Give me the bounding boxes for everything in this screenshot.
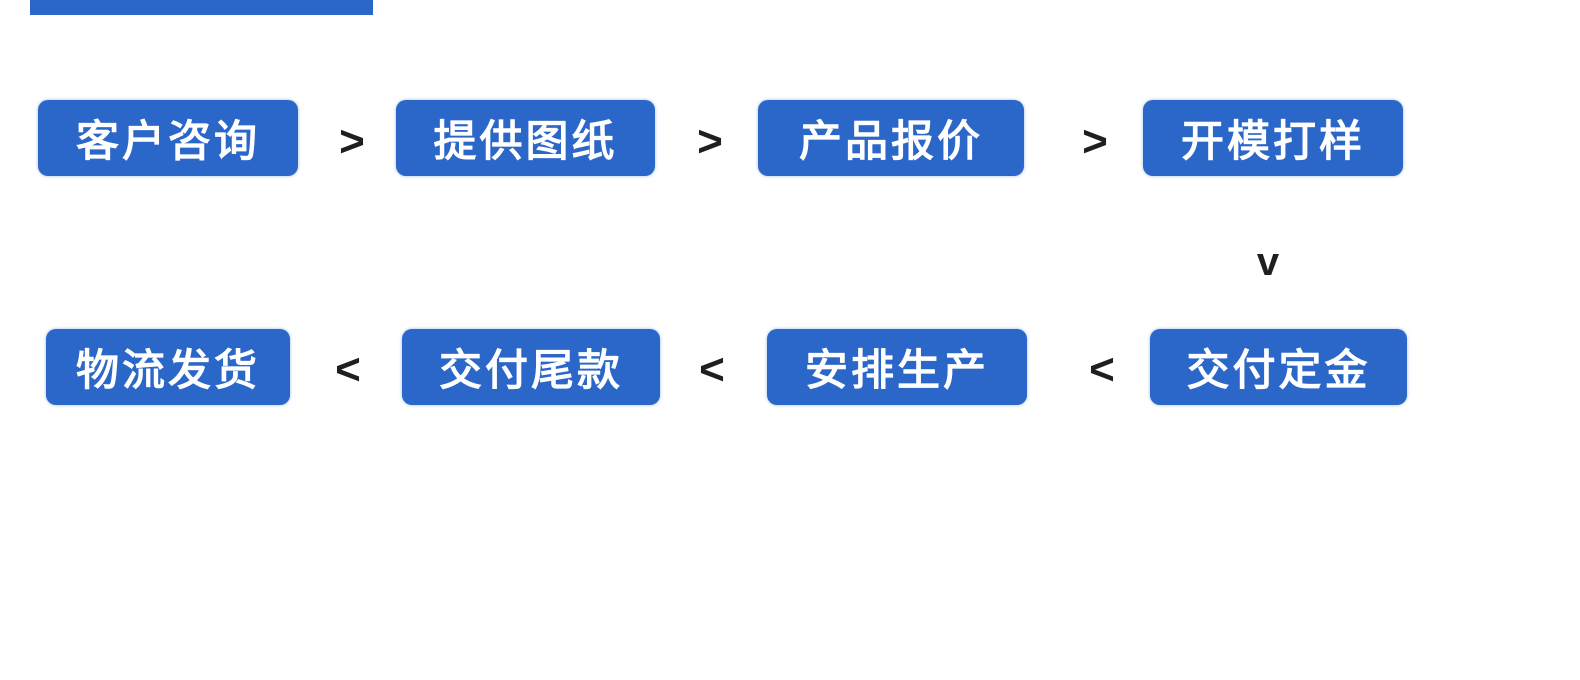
arrow-down-icon: v [1256, 240, 1280, 284]
arrow-left-icon: < [335, 345, 361, 394]
arrow-left-icon: < [1089, 345, 1115, 394]
flow-step-final-payment: 交付尾款 [402, 329, 660, 405]
flow-step-arrange-production: 安排生产 [767, 329, 1027, 405]
arrow-left-icon: < [699, 345, 725, 394]
arrow-right-icon: > [339, 117, 365, 166]
arrow-right-icon: > [697, 117, 723, 166]
flow-step-logistics-shipping: 物流发货 [46, 329, 290, 405]
flow-step-customer-inquiry: 客户咨询 [38, 100, 298, 176]
top-partial-banner [30, 0, 373, 15]
flow-step-product-quotation: 产品报价 [758, 100, 1024, 176]
flow-step-mold-sampling: 开模打样 [1143, 100, 1403, 176]
arrow-right-icon: > [1082, 117, 1108, 166]
flow-step-deposit-payment: 交付定金 [1150, 329, 1407, 405]
flow-step-provide-drawings: 提供图纸 [396, 100, 655, 176]
